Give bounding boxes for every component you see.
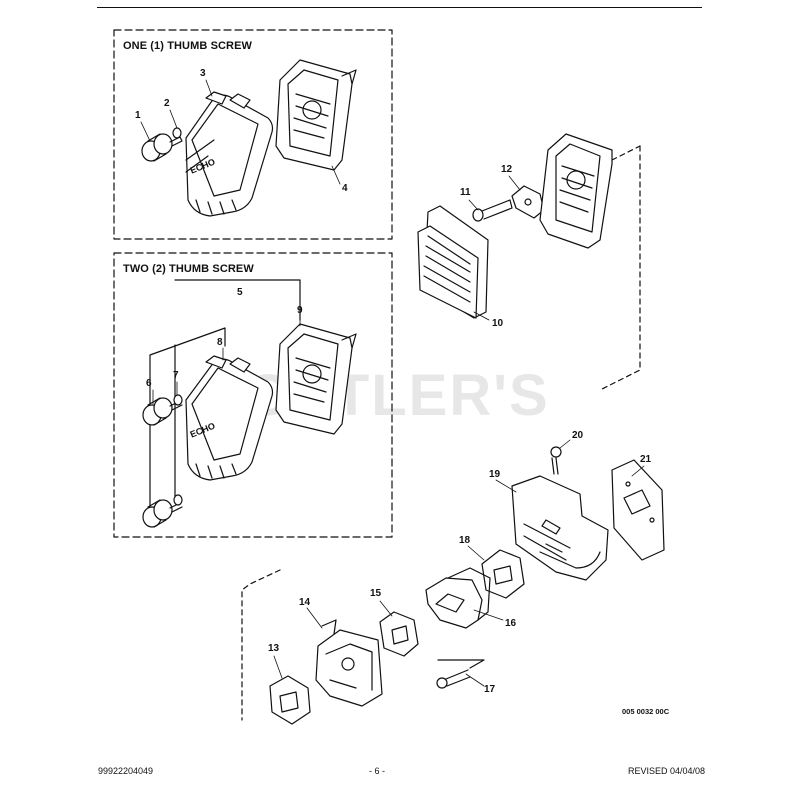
callout-leaders	[140, 79, 645, 687]
air-filter-case-part-4	[275, 59, 357, 171]
gasket-part-18	[481, 549, 525, 599]
washer-part-7-upper	[173, 394, 183, 406]
dash-leader-right	[599, 145, 641, 391]
intake-manifold-part-16	[425, 567, 491, 629]
leader-17-bracket	[437, 659, 485, 669]
callout-4: 4	[342, 183, 348, 194]
back-plate-assembly	[539, 133, 613, 249]
carburetor-part-14	[315, 619, 383, 707]
bolt-part-17	[436, 669, 471, 689]
callout-15: 15	[370, 588, 382, 599]
thumb-screw-part-6-upper	[142, 397, 183, 426]
footer-page-number: - 6 -	[369, 766, 386, 776]
callout-9: 9	[297, 305, 303, 316]
dash-leader-plate	[611, 145, 641, 161]
callout-20: 20	[572, 430, 584, 441]
dash-leader-lower-left	[241, 569, 281, 721]
callout-leader-group-5	[149, 279, 301, 516]
callout-11: 11	[460, 187, 471, 198]
box-two-thumb-screw	[113, 252, 393, 538]
callout-10: 10	[492, 318, 504, 329]
callout-5: 5	[237, 287, 243, 298]
callout-17: 17	[484, 684, 496, 695]
air-cleaner-cover-part-8	[185, 355, 274, 481]
callout-14: 14	[299, 597, 311, 608]
callout-6: 6	[146, 378, 152, 389]
box-one-thumb-screw	[113, 29, 393, 240]
callout-2: 2	[164, 98, 170, 109]
gasket-part-13	[269, 675, 311, 725]
air-filter-element-part-10	[417, 205, 489, 319]
callout-19: 19	[489, 469, 501, 480]
callout-1: 1	[135, 110, 141, 121]
bracket-part-12	[511, 185, 545, 219]
bolt-part-11	[472, 199, 513, 222]
air-filter-case-part-9	[275, 323, 357, 435]
bolt-part-20	[550, 446, 562, 475]
thumb-screw-part-6-lower	[142, 499, 183, 528]
callout-13: 13	[268, 643, 280, 654]
callout-7: 7	[173, 370, 179, 381]
figure-code: 005 0032 00C	[622, 707, 670, 716]
gasket-part-21	[611, 459, 665, 561]
callout-21: 21	[640, 454, 652, 465]
washer-part-2	[172, 127, 182, 139]
box-two-title: TWO (2) THUMB SCREW	[123, 263, 254, 275]
callout-3: 3	[200, 68, 206, 79]
callout-8: 8	[217, 337, 223, 348]
gasket-part-15	[379, 611, 419, 657]
air-cleaner-cover-part-3	[185, 91, 274, 217]
insulator-part-19	[511, 475, 609, 581]
footer-part-number: 99922204049	[98, 766, 154, 776]
callout-12: 12	[501, 164, 513, 175]
box-one-title: ONE (1) THUMB SCREW	[123, 40, 253, 52]
callout-16: 16	[505, 618, 517, 629]
washer-part-7-lower	[173, 494, 183, 506]
footer-revised-date: REVISED 04/04/08	[628, 766, 706, 776]
callout-18: 18	[459, 535, 471, 546]
header-rule	[97, 7, 702, 8]
